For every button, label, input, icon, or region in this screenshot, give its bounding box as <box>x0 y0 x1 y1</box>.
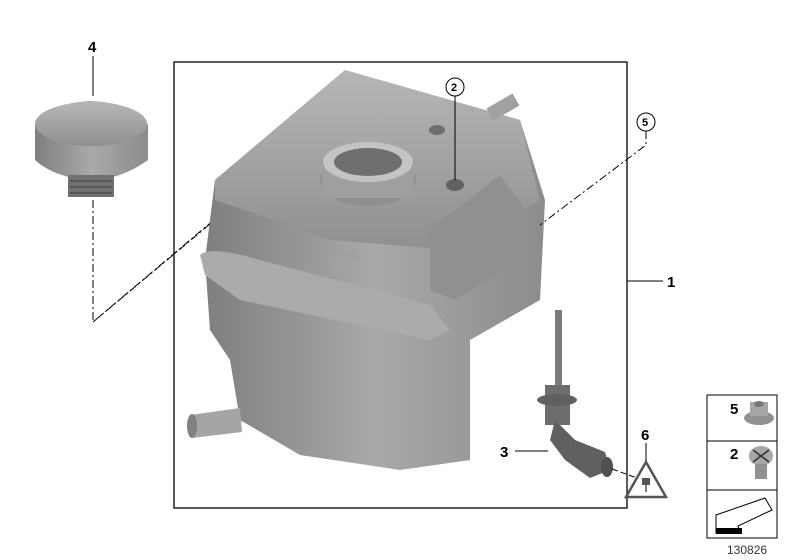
level-sensor-part[interactable] <box>537 310 613 478</box>
electrical-warning-icon <box>623 459 669 499</box>
callout-2[interactable]: 2 <box>451 82 457 94</box>
screw-icon <box>749 446 773 479</box>
callout-2-circle <box>445 77 465 97</box>
legend-5-label: 5 <box>730 401 738 418</box>
arrow-icon <box>715 497 773 534</box>
diagram-code: 130826 <box>727 543 767 557</box>
callout-5[interactable]: 5 <box>642 117 648 129</box>
callout-5-circle <box>636 112 656 132</box>
dashed-leader-6 <box>611 468 638 479</box>
assembly-frame <box>173 61 628 509</box>
callout-6[interactable]: 6 <box>641 427 649 444</box>
nut-icon <box>744 401 774 425</box>
cap-part[interactable] <box>35 101 148 197</box>
tank-part[interactable] <box>187 70 545 470</box>
parts-legend: 5 2 <box>706 394 778 539</box>
callout-1[interactable]: 1 <box>667 274 675 291</box>
callout-3[interactable]: 3 <box>500 444 508 461</box>
legend-2-label: 2 <box>730 446 738 463</box>
dashed-leader-5 <box>539 131 647 226</box>
callout-4[interactable]: 4 <box>88 39 97 56</box>
